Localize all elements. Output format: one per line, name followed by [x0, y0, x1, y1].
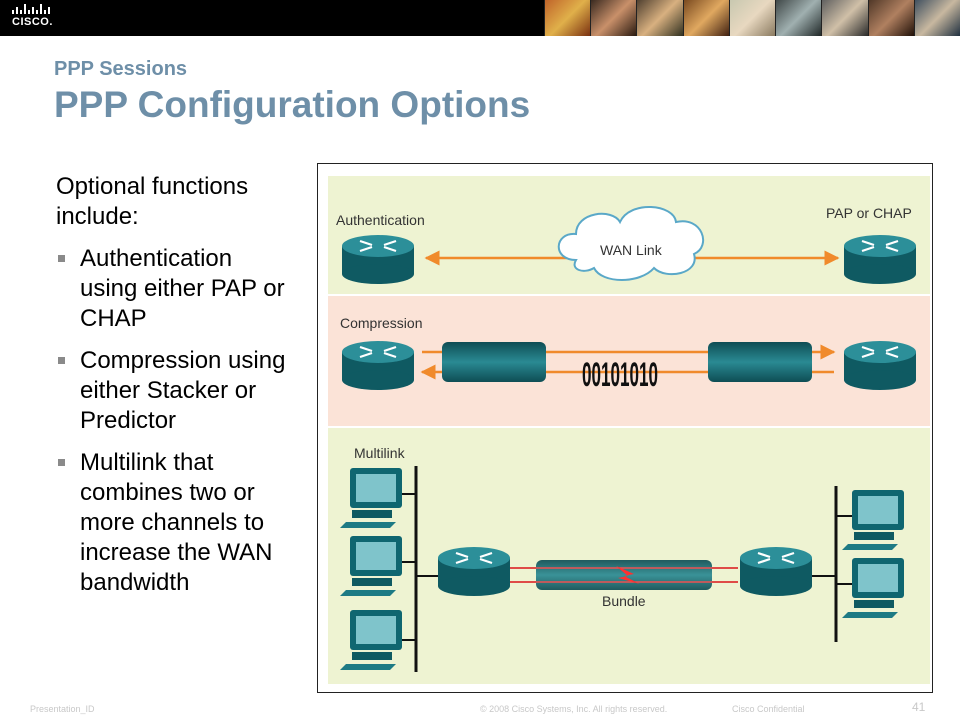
authentication-label: Authentication: [336, 212, 425, 228]
slide-subtitle: PPP Sessions: [54, 58, 188, 80]
slide-content: Optional functions include: Authenticati…: [56, 172, 296, 610]
bundle-label: Bundle: [602, 593, 646, 609]
bullet-text: Compression using either Stacker or Pred…: [80, 347, 286, 434]
bullet-item: Multilink that combines two or more chan…: [56, 448, 296, 598]
compressed-bits-label: 00101010: [582, 356, 658, 394]
multilink-label: Multilink: [354, 445, 406, 461]
confidentiality-note: Cisco Confidential: [732, 704, 805, 714]
bullet-text: Multilink that combines two or more chan…: [80, 449, 273, 596]
presentation-id: Presentation_ID: [30, 704, 95, 714]
wan-link-label: WAN Link: [600, 242, 663, 258]
bullet-item: Authentication using either PAP or CHAP: [56, 244, 296, 334]
banner-photo: [682, 0, 729, 36]
bundle-tube: [536, 560, 712, 590]
compression-panel: [328, 296, 930, 426]
banner-photo: [590, 0, 637, 36]
compression-label: Compression: [340, 315, 422, 331]
bullet-list: Authentication using either PAP or CHAP …: [56, 244, 296, 598]
compression-tube: [442, 342, 546, 382]
bullet-text: Authentication using either PAP or CHAP: [80, 245, 285, 332]
banner-photo: [728, 0, 776, 36]
banner-photo: [913, 0, 960, 36]
banner-photo: [636, 0, 683, 36]
router-icon: [842, 233, 918, 286]
router-icon: [340, 233, 416, 286]
compression-tube: [708, 342, 812, 382]
copyright: © 2008 Cisco Systems, Inc. All rights re…: [480, 704, 668, 714]
pap-chap-label: PAP or CHAP: [826, 205, 912, 221]
lightning-icon: [616, 566, 640, 584]
diagram-canvas: Authentication PAP or CHAP WAN Link Comp…: [328, 176, 930, 684]
banner-photo: [544, 0, 591, 36]
multilink-panel: [328, 428, 930, 684]
top-banner: CISCO.: [0, 0, 960, 36]
page-number: 41: [912, 700, 926, 714]
brand-text: CISCO.: [12, 16, 53, 28]
router-icon: [738, 545, 814, 598]
router-icon: [436, 545, 512, 598]
ppp-options-diagram: Authentication PAP or CHAP WAN Link Comp…: [317, 163, 933, 693]
banner-photo: [775, 0, 822, 36]
slide-title: PPP Configuration Options: [54, 84, 531, 125]
router-icon: [340, 339, 416, 392]
banner-photo-strip: [544, 0, 960, 36]
square-bullet-icon: [58, 459, 65, 466]
bullet-item: Compression using either Stacker or Pred…: [56, 346, 296, 436]
cisco-logo-icon: [12, 4, 50, 14]
intro-text: Optional functions include:: [56, 173, 249, 230]
square-bullet-icon: [58, 357, 65, 364]
square-bullet-icon: [58, 255, 65, 262]
banner-photo: [867, 0, 914, 36]
router-icon: [842, 339, 918, 392]
wan-cloud-icon: [557, 206, 705, 281]
banner-photo: [821, 0, 868, 36]
